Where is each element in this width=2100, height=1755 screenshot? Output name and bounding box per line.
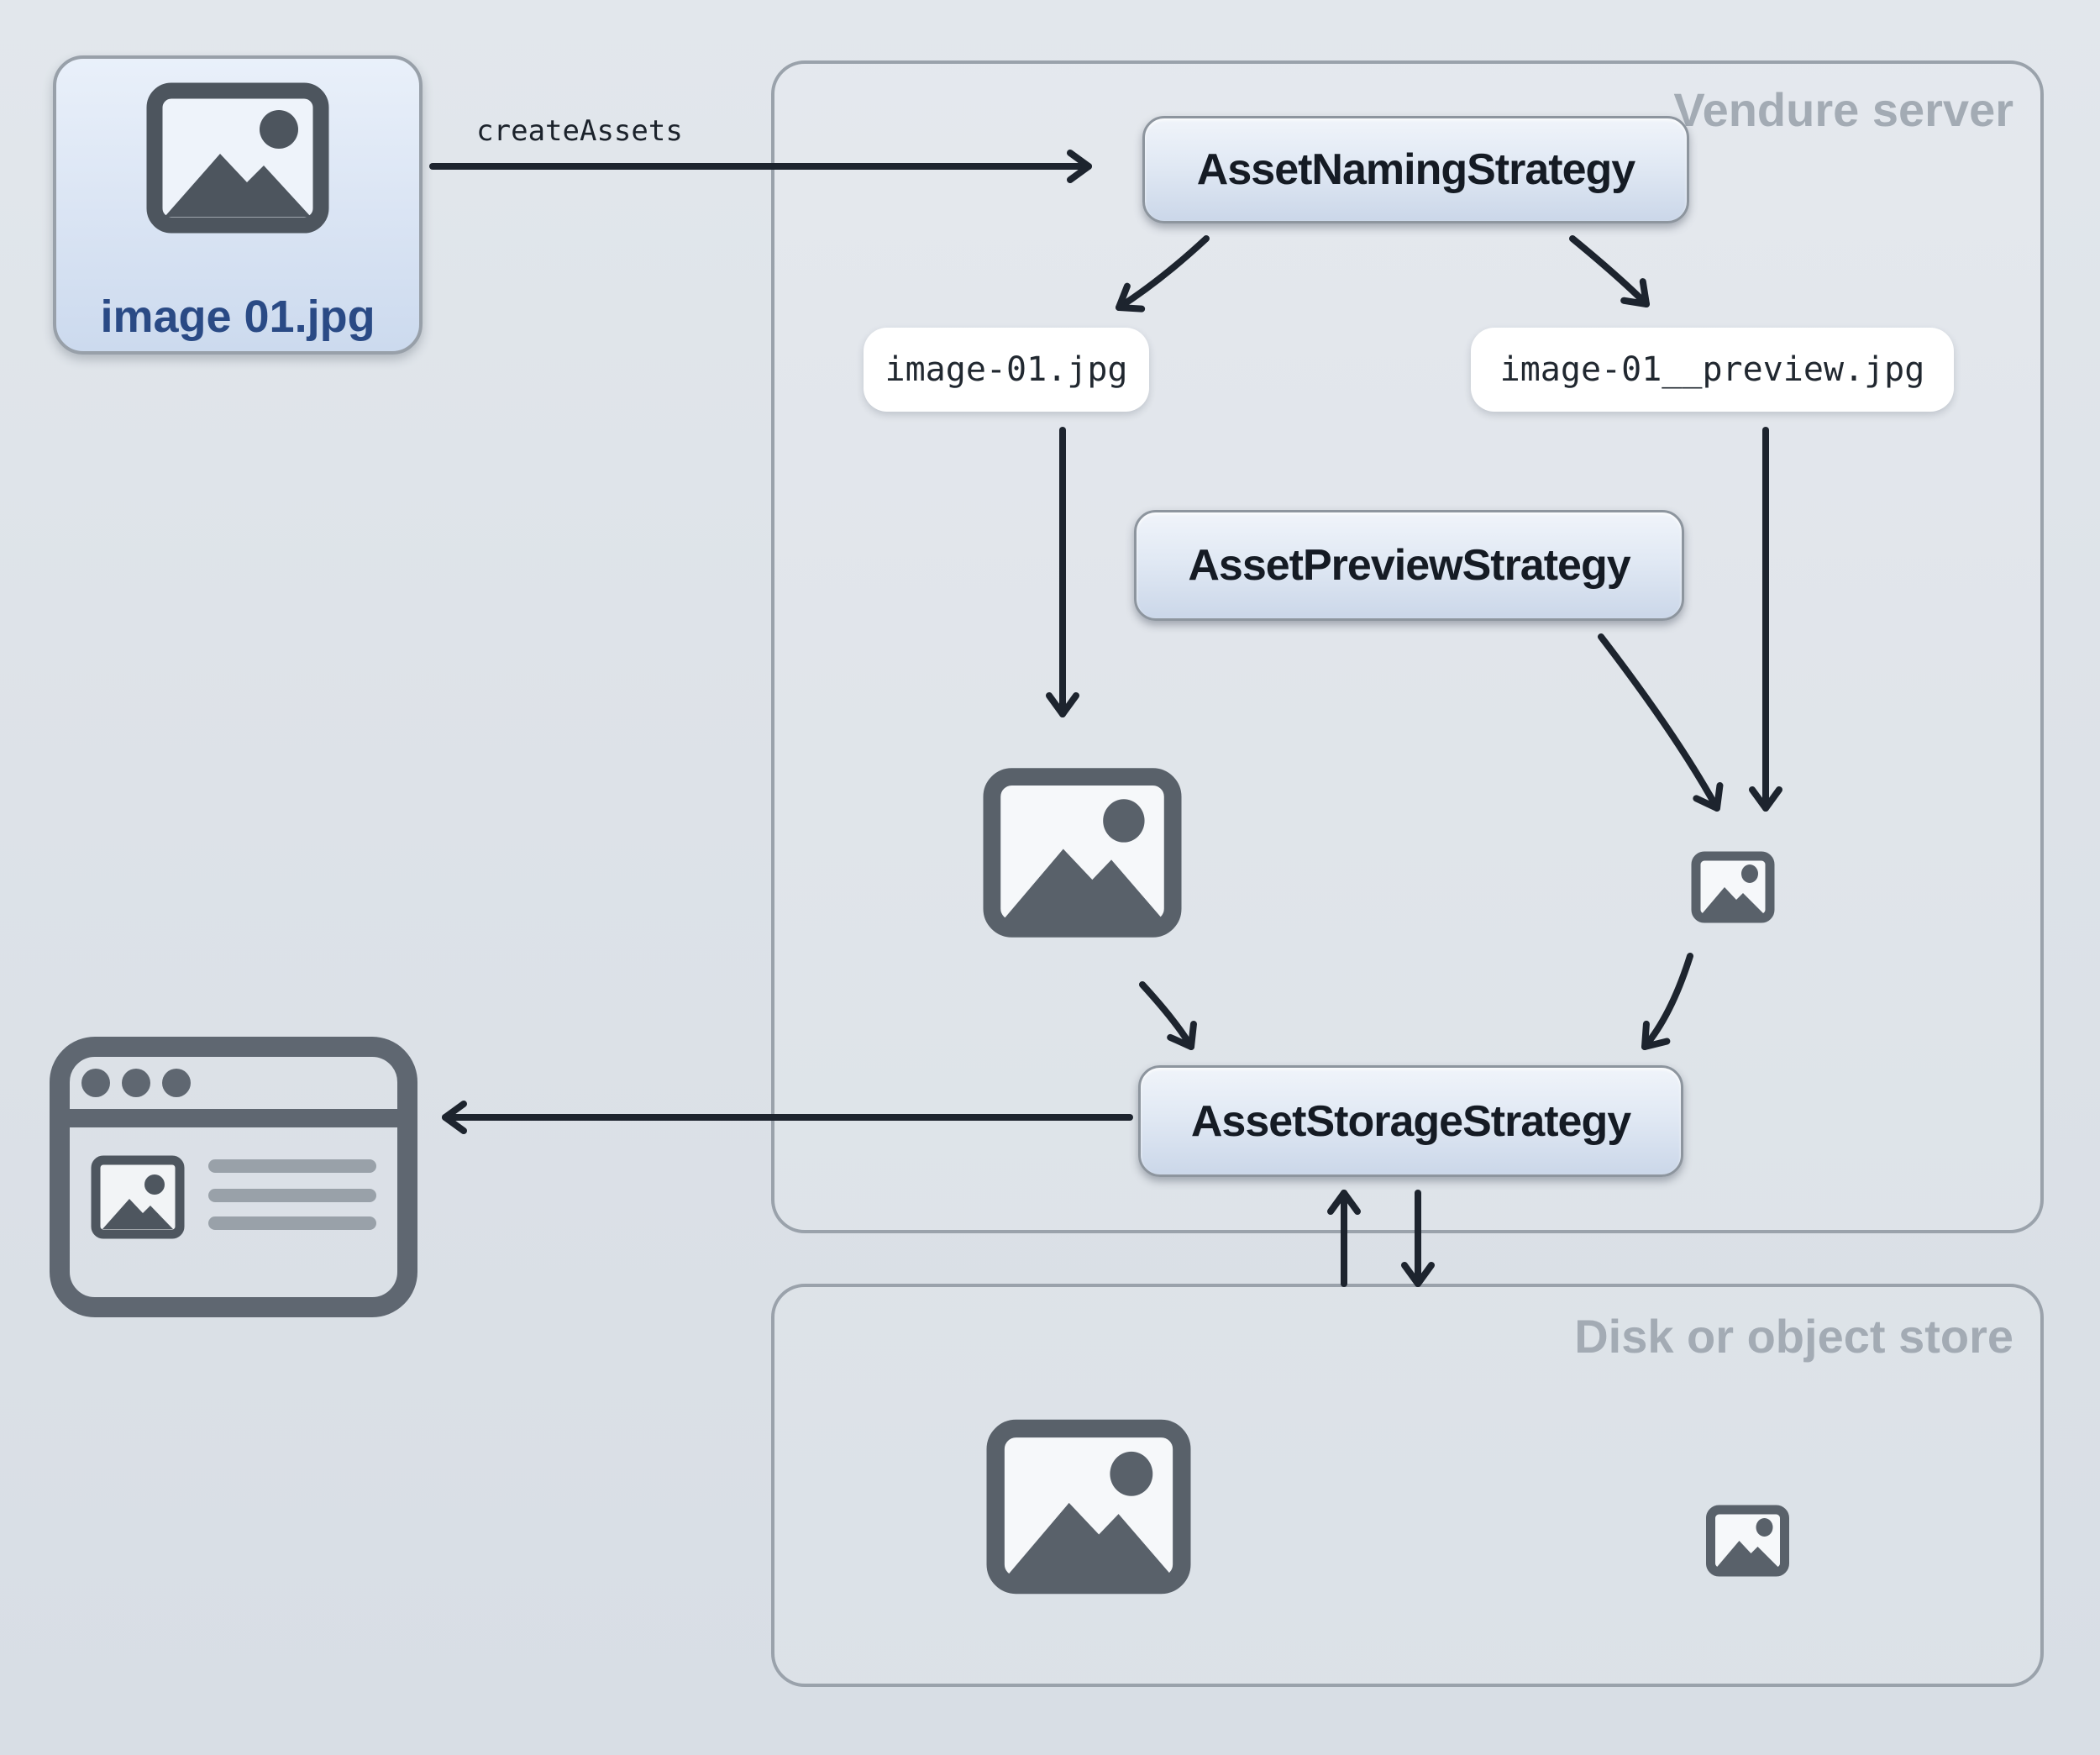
- disk-store-container: Disk or object store: [771, 1284, 2044, 1687]
- browser-window-icon: [49, 1036, 418, 1318]
- disk-store-label: Disk or object store: [1574, 1310, 2013, 1363]
- arrow-thumb-to-storage: [1641, 953, 1693, 1050]
- asset-preview-strategy-label: AssetPreviewStrategy: [1188, 541, 1630, 590]
- browser-thumbnail-icon: [91, 1155, 185, 1239]
- disk-image-icon-small: [1704, 1505, 1791, 1577]
- arrow-image-to-storage: [1139, 981, 1197, 1050]
- asset-naming-strategy-label: AssetNamingStrategy: [1196, 145, 1635, 194]
- asset-storage-strategy-label: AssetStorageStrategy: [1190, 1096, 1631, 1146]
- create-assets-label: createAssets: [476, 114, 683, 148]
- image-icon-large: [983, 766, 1182, 939]
- vendure-server-container: Vendure server: [771, 60, 2044, 1233]
- source-image-card: image 01.jpg: [53, 55, 423, 355]
- image-icon-small: [1691, 851, 1775, 923]
- arrow-naming-to-original: [1116, 235, 1210, 313]
- disk-image-icon-large: [986, 1418, 1191, 1595]
- vendure-server-label: Vendure server: [1673, 83, 2013, 136]
- arrow-naming-to-preview: [1569, 235, 1650, 307]
- asset-storage-strategy-node: AssetStorageStrategy: [1138, 1065, 1683, 1177]
- file-preview-chip: image-01__preview.jpg: [1471, 328, 1954, 412]
- file-original-label: image-01.jpg: [885, 350, 1128, 389]
- file-original-chip: image-01.jpg: [864, 328, 1149, 412]
- file-preview-label: image-01__preview.jpg: [1499, 350, 1925, 389]
- source-image-label: image 01.jpg: [100, 292, 375, 342]
- asset-naming-strategy-node: AssetNamingStrategy: [1142, 116, 1689, 223]
- image-icon: [146, 82, 329, 234]
- arrow-previewstrategy-to-thumb: [1598, 633, 1724, 812]
- asset-preview-strategy-node: AssetPreviewStrategy: [1134, 510, 1684, 621]
